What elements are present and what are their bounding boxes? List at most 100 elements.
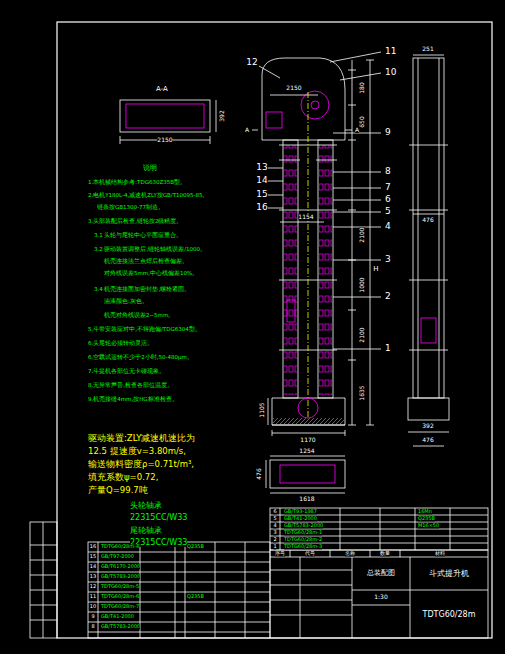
drawing-label: 15	[256, 190, 267, 199]
drawing-label: 476	[422, 217, 433, 223]
note-text: TDTG60/28m-1	[284, 530, 322, 535]
drawing-label: 5	[385, 207, 391, 216]
note-text: M16×50	[418, 523, 439, 528]
drawing-label: 数量	[380, 551, 390, 556]
drawing-label: 1254	[299, 448, 314, 454]
note-text: GB/T93-1987	[284, 509, 317, 514]
drawing-label: 476	[256, 468, 262, 479]
note-text: GB/T5783-2000	[284, 523, 323, 528]
drawing-label: 3	[385, 255, 391, 264]
note-text: 油漆颜色:灰色。	[104, 299, 148, 305]
drawing-label: 1	[273, 544, 276, 549]
drawing-label: 4	[273, 523, 276, 528]
note-text: TDTG60/28m-3	[284, 544, 322, 549]
drawing-label: 8	[91, 624, 94, 629]
note-text: GB/T41-2000	[284, 516, 317, 521]
spec-text: 填充系数ψ=0.72,	[88, 473, 158, 482]
note-text: 22315CC/W33	[130, 514, 187, 522]
note-text: 头轮轴承	[130, 502, 162, 510]
spec-text: 12.5 提速度v=3.80m/s,	[88, 447, 186, 456]
note-text: 机壳连接法兰点焊后检查偏差。	[104, 259, 188, 265]
drawing-label: 1105	[259, 402, 265, 417]
note-text: TDTG60/28m-2	[284, 537, 322, 542]
note-text: GB/T97-2000	[101, 554, 134, 559]
note-text: 8.无异常声音,检查各部位温度。	[88, 383, 173, 389]
drawing-label: A-A	[156, 86, 168, 93]
drawing-label: 1154	[298, 214, 313, 220]
drawing-label: 斗式提升机	[429, 570, 469, 578]
drawing-label: A	[245, 127, 249, 133]
note-text: 3.2 驱动装置调整后,链轮轴线误差/1000。	[94, 247, 206, 253]
note-text: 3.4 机壳连接面加密封垫,螺栓紧固。	[94, 287, 190, 293]
drawing-label: 1618	[299, 496, 314, 502]
drawing-label: H	[373, 266, 378, 273]
drawing-label: 12	[246, 58, 257, 67]
drawing-label: 1635	[359, 385, 365, 400]
note-text: 2.电机Y180L-4,减速机ZLY按GB/T10095-85。	[88, 193, 209, 199]
drawing-label: 650	[359, 116, 365, 127]
drawing-label: 2	[273, 537, 276, 542]
drawing-label: 2	[385, 292, 391, 301]
note-text: 尾轮轴承	[130, 527, 162, 535]
drawing-label: 6	[273, 509, 276, 514]
drawing-label: 名称	[345, 551, 355, 556]
spec-text: 产量Q=99.7吨	[88, 486, 148, 495]
drawing-label: 14	[256, 176, 267, 185]
drawing-label: 2100	[359, 227, 365, 242]
drawing-label: 材料	[435, 551, 445, 556]
drawing-label: 180	[359, 82, 365, 93]
drawing-label: 10	[385, 68, 396, 77]
note-text: GB/T41-2000	[101, 614, 134, 619]
note-text: GB/T6170-2000	[101, 564, 140, 569]
note-text: 对角线误差5mm,中心线偏差10%。	[104, 271, 198, 277]
drawing-label: 16	[256, 203, 267, 212]
drawing-label: 2150	[286, 85, 301, 91]
drawing-label: 2150	[157, 137, 172, 143]
drawing-label: 11	[385, 47, 396, 56]
drawing-label: 13	[90, 574, 96, 579]
drawing-label: 9	[91, 614, 94, 619]
note-text: 机壳对角线误差2~5mm。	[104, 313, 174, 319]
note-text: 说明	[143, 165, 157, 172]
drawing-label: 12	[90, 584, 96, 589]
drawing-label: 13	[256, 163, 267, 172]
drawing-label: 2100	[359, 327, 365, 342]
drawing-label: 392	[422, 423, 433, 429]
spec-text: 输送物料密度ρ=0.71t/m³,	[88, 460, 194, 469]
spec-text: 驱动装置:ZLY减速机速比为	[88, 434, 196, 443]
drawing-label: 序号	[275, 551, 285, 556]
note-text: 3.头部装配后检查,链轮按2级精度。	[88, 219, 183, 225]
drawing-label: 5	[273, 516, 276, 521]
drawing-label: 251	[422, 46, 433, 52]
drawing-label: 代号	[305, 551, 315, 556]
drawing-label: 11	[90, 594, 96, 599]
drawing-label: 10	[90, 604, 96, 609]
note-text: TDTG60/28m-7	[101, 604, 139, 609]
note-text: GB/T5783-2000	[101, 624, 140, 629]
note-text: 16Mn	[418, 509, 432, 514]
note-text: TDTG60/28m-4	[101, 544, 139, 549]
drawing-label: 7	[385, 183, 391, 192]
note-text: Q235B	[418, 516, 435, 521]
drawing-label: 1:30	[374, 594, 387, 600]
note-text: 5.斗带安装应对中,不得跑偏/TDG6304型。	[88, 327, 201, 333]
drawing-label: TDTG60/28m	[423, 611, 476, 619]
note-text: Q235B	[187, 594, 204, 599]
note-text: 1.本机械结构参考:TDG630Z35B型。	[88, 180, 186, 186]
note-text: 3.1 头轮与尾轮中心平面应重合。	[94, 233, 183, 239]
drawing-label: 392	[219, 110, 225, 121]
drawing-label: 14	[90, 564, 96, 569]
note-text: GB/T5783-2000	[101, 574, 140, 579]
drawing-label: 1000	[359, 277, 365, 292]
note-text: 6.空载试运转不少于2小时,50-480μm。	[88, 355, 193, 361]
drawing-label: 6	[385, 195, 391, 204]
note-text: 6.头尾轮必须转动灵活。	[88, 341, 153, 347]
note-text: 链条按GB1300-77制造。	[97, 205, 164, 211]
drawing-label: 16	[90, 544, 96, 549]
drawing-label: 476	[422, 437, 433, 443]
drawing-label: 4	[385, 222, 391, 231]
drawing-label: A	[355, 127, 359, 133]
drawing-label: 1	[385, 344, 391, 353]
